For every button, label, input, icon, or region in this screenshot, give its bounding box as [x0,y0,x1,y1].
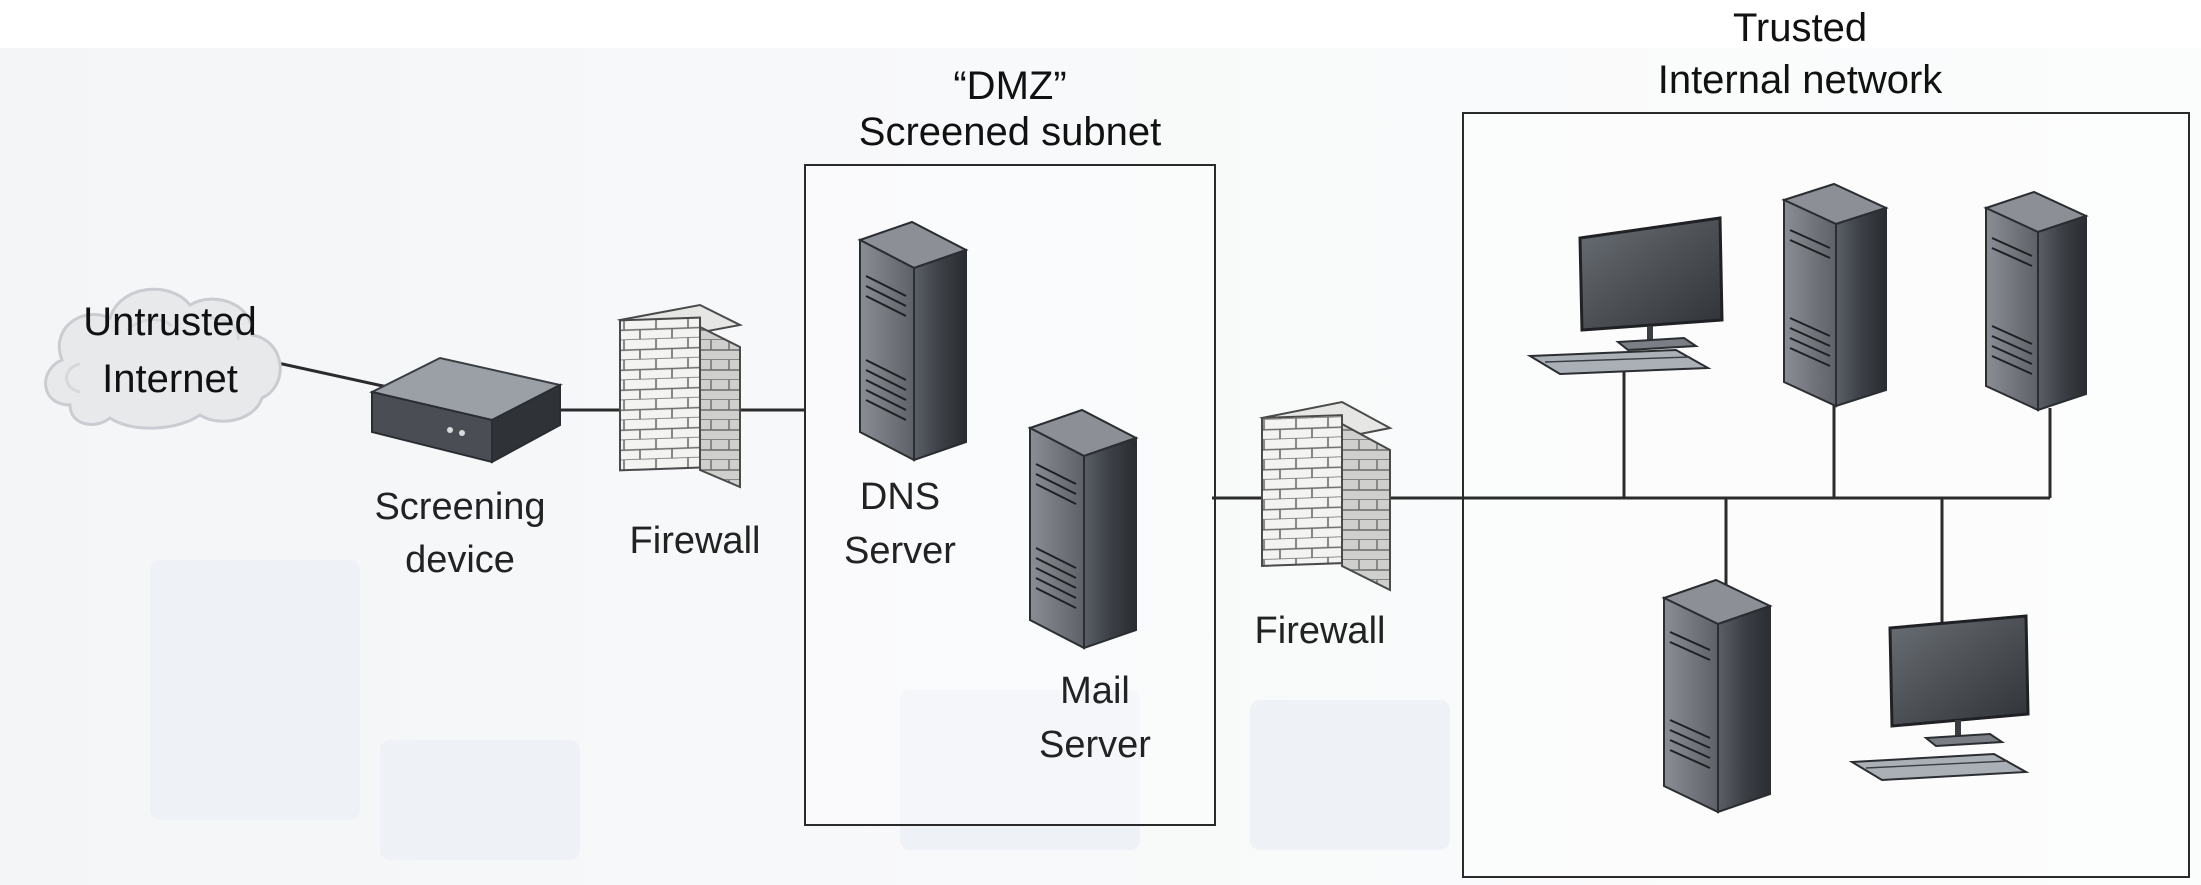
background-ghost-shape [900,690,1140,850]
router-icon [369,356,563,464]
dns-server-label-line2: Server [844,530,956,572]
background-ghost-shape [1250,700,1450,850]
cloud-icon [44,287,282,430]
firewall-outer-label: Firewall [629,520,761,562]
tower-server-icon [1781,182,1889,408]
dmz-title-line1: “DMZ” [953,64,1067,108]
mail-server-label-line1: Mail [1060,670,1130,712]
screening-device-label-line1: Screening [374,486,546,528]
brick-wall-icon [616,303,744,489]
desktop-computer-icon [1848,614,2030,782]
desktop-computer-icon [1526,216,1724,376]
background-ghost-shape [150,560,360,820]
screening-device-label-line2: device [405,539,515,581]
dmz-title-line2: Screened subnet [858,110,1162,154]
brick-wall-icon [1259,400,1393,592]
tower-server-icon [1983,190,2089,412]
connection-lines [254,356,2052,625]
internal-title-line2: Internal network [1657,58,1943,102]
internal-title-line1: Trusted [1732,6,1868,50]
firewall-inner-label: Firewall [1254,610,1386,652]
background-ghost-shape [380,740,580,860]
tower-server-icon [1661,578,1773,814]
internet-label-line1: Untrusted [83,300,257,344]
tower-server-icon [857,220,969,462]
internet-label-line2: Internet [102,357,238,401]
mail-server-label-line2: Server [1039,724,1151,766]
dns-server-label-line1: DNS [859,476,941,518]
tower-server-icon [1027,408,1139,650]
